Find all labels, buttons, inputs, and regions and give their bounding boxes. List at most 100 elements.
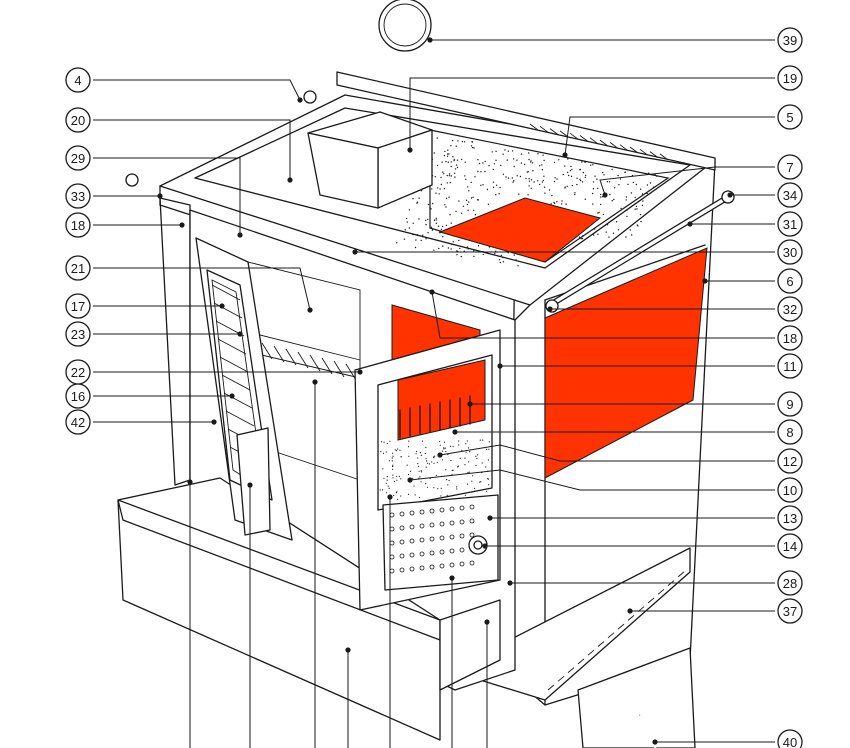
callout-13: 13 [777, 505, 803, 531]
callout-label-32: 32 [783, 302, 797, 317]
leader-4 [93, 79, 301, 101]
leader-dot-14 [482, 543, 488, 549]
callout-20: 20 [65, 107, 91, 133]
callout-label-6: 6 [786, 274, 793, 289]
callout-18-right: 18 [777, 325, 803, 351]
leader-20 [93, 119, 291, 180]
leader-5 [564, 116, 775, 156]
callout-40: 40 [777, 729, 803, 748]
leader-21 [93, 267, 311, 311]
callout-12: 12 [777, 448, 803, 474]
leader-dot-13 [487, 515, 493, 521]
callout-label-39: 39 [783, 33, 797, 48]
leader-dot-31 [687, 221, 693, 227]
callout-label-5: 5 [786, 110, 793, 125]
callout-4: 4 [65, 67, 91, 93]
callout-label-40: 40 [783, 735, 797, 748]
callout-label-7: 7 [786, 160, 793, 175]
leader-dot-6 [702, 278, 708, 284]
front-left-post [159, 197, 191, 486]
callout-30: 30 [777, 239, 803, 265]
callout-18-left: 18 [65, 212, 91, 238]
leader-dot-34 [727, 192, 733, 198]
leader-dot-22 [357, 369, 363, 375]
callout-11: 11 [777, 353, 803, 379]
top-flue-box [307, 111, 433, 209]
callout-32: 32 [777, 296, 803, 322]
callout-28: 28 [777, 570, 803, 596]
callout-31: 31 [777, 211, 803, 237]
oven-door-open [195, 237, 293, 541]
callout-label-31: 31 [783, 217, 797, 232]
callout-42: 42 [65, 409, 91, 435]
callout-label-23: 23 [71, 327, 85, 342]
callout-17: 17 [65, 293, 91, 319]
callout-label-18-right: 18 [783, 331, 797, 346]
leader-dot-30 [352, 249, 358, 255]
callout-37: 37 [777, 598, 803, 624]
callout-10: 10 [777, 477, 803, 503]
leader-dot-5 [562, 152, 568, 158]
leader-dot-12 [437, 452, 443, 458]
callout-39: 39 [777, 27, 803, 53]
leader-dot-8 [452, 429, 458, 435]
side-panel-insulation-highlight [544, 247, 708, 479]
callout-label-30: 30 [783, 245, 797, 260]
callout-label-33: 33 [71, 189, 85, 204]
callout-7: 7 [777, 154, 803, 180]
bottom-leader-dot [484, 619, 490, 625]
callout-label-11: 11 [783, 359, 797, 374]
callout-label-20: 20 [71, 113, 85, 128]
callout-21: 21 [65, 255, 91, 281]
handrail-left [125, 90, 317, 187]
leader-lines [93, 37, 775, 748]
bottom-leader-dot [312, 379, 318, 385]
callout-label-18-left: 18 [71, 218, 85, 233]
callout-label-42: 42 [71, 415, 85, 430]
leader-dot-4 [297, 97, 303, 103]
callout-label-16: 16 [71, 389, 85, 404]
callout-label-14: 14 [783, 539, 797, 554]
callout-label-22: 22 [71, 365, 85, 380]
rear-splashguard [336, 71, 716, 171]
callout-5: 5 [777, 104, 803, 130]
bottom-leader-dot [387, 494, 393, 500]
leader-dot-10 [407, 477, 413, 483]
callout-label-8: 8 [786, 425, 793, 440]
callout-14: 14 [777, 533, 803, 559]
leader-29 [93, 157, 241, 235]
callout-label-37: 37 [783, 604, 797, 619]
callout-19: 19 [777, 65, 803, 91]
leader-10 [409, 469, 775, 491]
leader-dot-42 [211, 419, 217, 425]
leader-dot-37 [627, 608, 633, 614]
callout-22: 22 [65, 359, 91, 385]
callout-label-34: 34 [783, 188, 797, 203]
bottom-leader-dot [187, 479, 193, 485]
leader-dot-7 [602, 192, 608, 198]
leader-dot-20 [287, 177, 293, 183]
bottom-leader-dot [449, 575, 455, 581]
callout-label-10: 10 [783, 483, 797, 498]
callout-33: 33 [65, 183, 91, 209]
callout-9: 9 [777, 391, 803, 417]
firebox-door-open [354, 329, 501, 611]
callout-label-21: 21 [71, 261, 85, 276]
part-39-round-cover [378, 0, 432, 52]
callout-8: 8 [777, 419, 803, 445]
leader-dot-39 [427, 37, 433, 43]
callout-label-12: 12 [783, 454, 797, 469]
callout-label-13: 13 [783, 511, 797, 526]
callouts: 3919573431306321811981210131428374042029… [65, 27, 803, 748]
leader-dot-18-left [179, 222, 185, 228]
leader-dot-40 [652, 739, 658, 745]
leader-dot-32 [547, 306, 553, 312]
leader-dot-16 [229, 393, 235, 399]
leader-dot-28 [507, 580, 513, 586]
callout-label-19: 19 [783, 71, 797, 86]
leader-dot-21 [307, 307, 313, 313]
callout-23: 23 [65, 321, 91, 347]
leader-19 [409, 77, 775, 150]
callout-34: 34 [777, 182, 803, 208]
